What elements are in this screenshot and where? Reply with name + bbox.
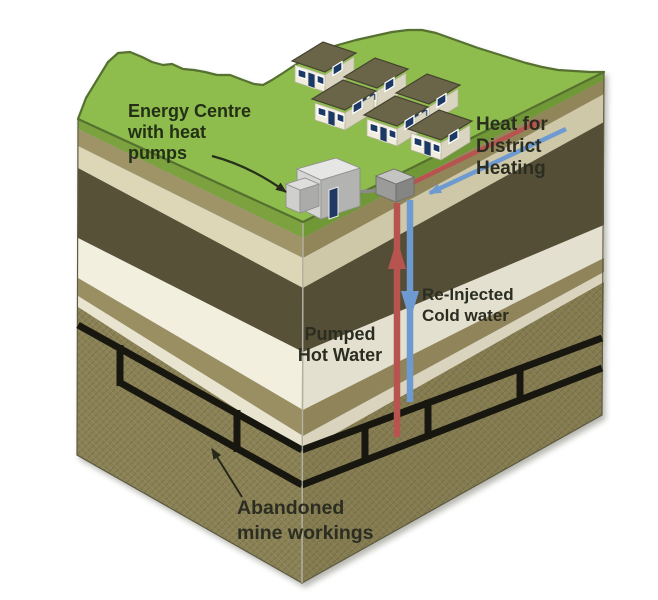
reinjected-cold-water-label: Re-Injected Cold water bbox=[422, 284, 514, 326]
cold-water-down-arrow bbox=[401, 291, 419, 321]
energy-centre-label-line2: with heat bbox=[128, 122, 207, 142]
abandoned-mine-label-line1: Abandoned bbox=[237, 497, 345, 519]
stratum-white-right bbox=[303, 225, 604, 410]
stratum-white-left bbox=[78, 238, 303, 410]
annotation-arrows bbox=[211, 154, 287, 498]
stratum-white2-right bbox=[303, 272, 604, 452]
district-heating-label-line2: District bbox=[476, 136, 542, 157]
stratum-turf-edge-right bbox=[303, 72, 604, 238]
abandoned-mine-label-line2: mine workings bbox=[237, 522, 374, 544]
wellhead-box bbox=[374, 168, 416, 203]
stratum-coal-measures-right bbox=[302, 282, 604, 583]
mine-level2-right bbox=[300, 364, 604, 489]
strata-right-face bbox=[302, 72, 604, 583]
district-heating-label-line1: Heat for bbox=[476, 114, 548, 135]
stratum-coal-measures-left bbox=[77, 307, 303, 583]
stratum-turf-edge-left bbox=[78, 119, 303, 238]
strata-left-face bbox=[77, 119, 303, 583]
stratum-tan-right bbox=[303, 258, 604, 436]
reinjected-cold-water-label-line2: Cold water bbox=[422, 306, 509, 325]
stratum-darkolive-right bbox=[303, 122, 604, 352]
front-corner-edge bbox=[301, 221, 304, 584]
stratum-cream-left bbox=[78, 146, 303, 288]
pumped-hot-water-label: Pumped Hot Water bbox=[287, 324, 393, 366]
mine-level1-right bbox=[300, 334, 604, 454]
district-hot-pipe bbox=[403, 118, 542, 190]
district-heating-pipes bbox=[403, 118, 567, 196]
energy-centre-label-line1: Energy Centre bbox=[128, 101, 252, 121]
stratum-white2-left bbox=[78, 296, 303, 452]
mine-level2-left bbox=[117, 378, 304, 489]
borehole-pipes bbox=[388, 200, 419, 437]
stratum-darkolive-left bbox=[78, 168, 303, 352]
stratum-cream-right bbox=[303, 94, 604, 288]
hot-water-up-arrow bbox=[388, 239, 406, 269]
pumped-hot-water-label-line2: Hot Water bbox=[297, 345, 383, 365]
reinjected-cold-water-label-line1: Re-Injected bbox=[422, 285, 514, 304]
mine-workings-pointer-arrow bbox=[211, 448, 243, 498]
abandoned-mine-label: Abandoned mine workings bbox=[237, 496, 374, 546]
energy-centre-roof bbox=[295, 157, 362, 181]
stratum-topsoil-left bbox=[78, 129, 303, 258]
energy-centre-label: Energy Centre with heat pumps bbox=[128, 101, 251, 164]
mine-workings bbox=[76, 321, 604, 489]
energy-centre-label-line3: pumps bbox=[128, 143, 188, 163]
stratum-tan-left bbox=[78, 278, 303, 436]
pumped-hot-water-label-line1: Pumped bbox=[304, 324, 376, 344]
energy-centre-pointer-arrow bbox=[211, 154, 287, 193]
wellhead-top bbox=[374, 168, 416, 185]
district-heating-label-line3: Heating bbox=[476, 158, 546, 179]
geology-block bbox=[76, 28, 606, 585]
energy-centre-door bbox=[328, 186, 339, 220]
annex-roof bbox=[284, 177, 321, 191]
district-heating-label: Heat for District Heating bbox=[476, 114, 548, 180]
district-cold-return-pipe bbox=[428, 126, 567, 196]
mine-level1-left bbox=[76, 321, 304, 454]
